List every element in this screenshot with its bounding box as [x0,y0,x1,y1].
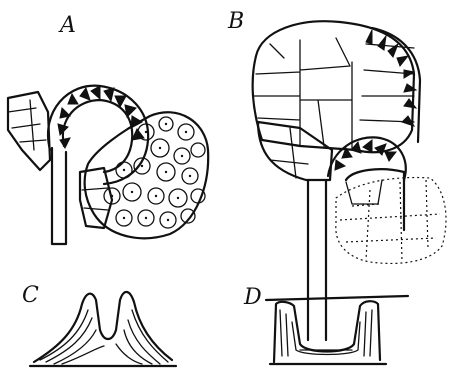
panel-a-stalk [52,148,66,244]
panel-d-label: D [243,285,262,310]
panel-b-stalk [308,180,326,340]
panel-b-label: B [227,9,244,34]
panel-d-top-line [266,296,408,300]
panel-b-inner-ring [328,137,406,180]
panel-a-cell-mass [85,112,209,238]
panel-b-dashed-cells [336,169,446,263]
panel-c-label: C [22,283,39,308]
panel-a-left-cells [8,92,50,170]
panel-a-label: A [58,13,76,38]
panel-b-lower-left-cells [258,122,332,180]
panel-b-upper-cells [253,21,420,152]
panel-a: A [8,13,208,244]
panel-c: C [22,283,176,366]
